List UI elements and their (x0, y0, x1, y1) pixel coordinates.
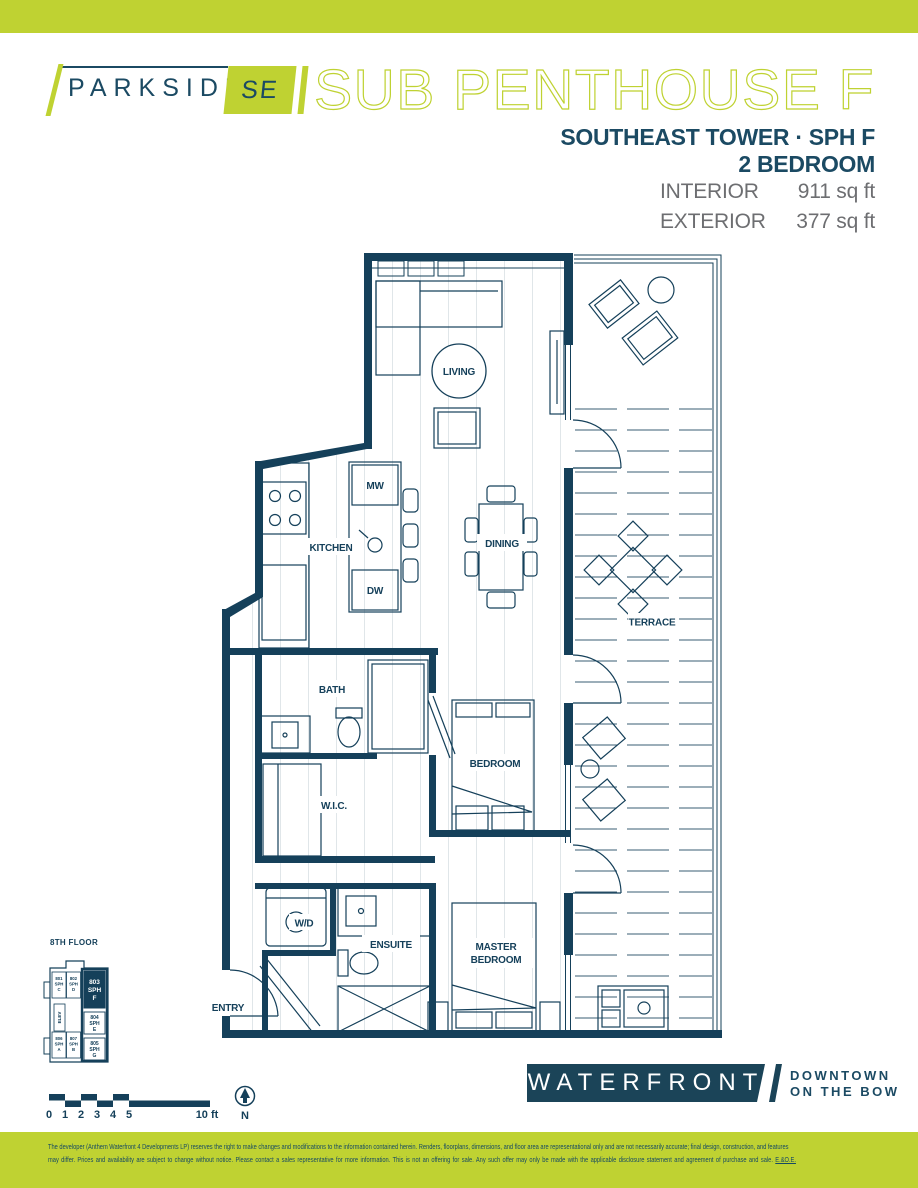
tagline-line1: DOWNTOWN (790, 1068, 891, 1083)
keyplan-floor-label: 8TH FLOOR (50, 938, 98, 947)
windows (372, 260, 571, 1030)
keyplan: 8TH FLOOR 801 SPH C 802 SPH D 803 SPH F … (43, 938, 109, 1063)
room-label-wd: W/D (295, 919, 314, 930)
svg-text:D: D (72, 987, 75, 992)
stat-value: 377 sq ft (796, 210, 875, 233)
svg-text:SPH: SPH (55, 982, 64, 987)
svg-text:SPH: SPH (55, 1042, 64, 1047)
waterfront-tagline: DOWNTOWN ON THE BOW (790, 1068, 900, 1100)
legal-disclaimer: The developer (Anthem Waterfront 4 Devel… (48, 1140, 871, 1166)
disclaimer-line2: may differ. Prices and availability are … (48, 1155, 796, 1164)
keyplan-unit-806: 806 (55, 1036, 63, 1041)
stat-label: EXTERIOR (660, 210, 766, 233)
svg-text:SPH: SPH (69, 1042, 78, 1047)
scale-bar: 0 1 2 3 4 5 10 ft (46, 1094, 219, 1121)
scale-tick-2: 2 (78, 1109, 84, 1121)
waterfront-logo: WATERFRONT (527, 1064, 765, 1102)
north-arrow-icon: N (234, 1085, 256, 1122)
room-label-wic: W.I.C. (321, 801, 347, 812)
svg-text:G: G (93, 1053, 97, 1059)
keyplan-unit-801: 801 (55, 976, 63, 981)
stat-label: INTERIOR (660, 180, 759, 203)
scale-tick-4: 4 (110, 1109, 117, 1121)
tower-subtitle: SOUTHEAST TOWER · SPH F (560, 124, 875, 150)
scale-tick-1: 1 (62, 1109, 68, 1121)
bottom-accent-band (0, 1132, 918, 1188)
appliance-label-mw: MW (366, 481, 384, 492)
room-label-master-2: BEDROOM (471, 955, 522, 966)
area-stats: INTERIOR 911 sq ft EXTERIOR 377 sq ft (660, 180, 875, 240)
north-label: N (241, 1110, 249, 1122)
kitchen-fixtures (258, 461, 419, 649)
scale-tick-5: 5 (126, 1109, 132, 1121)
room-label-master-1: MASTER (475, 942, 517, 953)
svg-text:F: F (93, 995, 97, 1002)
svg-text:SPH: SPH (69, 982, 78, 987)
bedroom-count: 2 BEDROOM (738, 151, 875, 177)
room-label-bath: BATH (319, 685, 345, 696)
room-label-terrace: TERRACE (629, 618, 676, 629)
keyplan-elevator: ELEV (57, 1012, 62, 1024)
room-label-dining: DINING (485, 539, 519, 550)
keyplan-unit-802: 802 (70, 976, 78, 981)
living-furniture (375, 280, 565, 449)
stat-row-interior: INTERIOR 911 sq ft (660, 180, 875, 204)
room-label-ensuite: ENSUITE (370, 940, 412, 951)
terrace-furniture (580, 276, 683, 1032)
svg-text:E: E (93, 1027, 97, 1033)
master-furniture (427, 902, 561, 1034)
bath-fixtures (259, 659, 429, 754)
disclaimer-line1: The developer (Anthem Waterfront 4 Devel… (48, 1142, 789, 1151)
scale-end-label: 10 ft (196, 1109, 219, 1121)
room-label-bedroom: BEDROOM (470, 759, 521, 770)
logo-rule (60, 66, 228, 68)
scale-tick-3: 3 (94, 1109, 100, 1121)
bedroom-furniture (451, 699, 535, 833)
svg-text:A: A (57, 1047, 60, 1052)
room-label-living: LIVING (443, 367, 476, 378)
parkside-logo: PARKSIDE SE (44, 60, 309, 118)
scale-tick-0: 0 (46, 1109, 52, 1121)
brand-name: PARKSIDE (68, 74, 249, 102)
tagline-line2: ON THE BOW (790, 1084, 900, 1099)
keyplan-unit-805: 805 (90, 1041, 99, 1047)
svg-text:SPH: SPH (88, 987, 102, 994)
ensuite-fixtures (265, 887, 431, 1033)
eoe-label: E.&O.E. (775, 1155, 796, 1164)
svg-text:SPH: SPH (89, 1047, 100, 1053)
stat-value: 911 sq ft (797, 180, 875, 203)
keyplan-unit-803-highlight: 803 (89, 979, 100, 986)
terrace-railing (574, 254, 722, 1030)
room-label-kitchen: KITCHEN (309, 543, 352, 554)
doors (229, 419, 622, 1035)
room-label-entry: ENTRY (212, 1003, 245, 1014)
svg-text:C: C (57, 987, 60, 992)
room-labels: LIVING KITCHEN DINING TERRACE BATH W.I.C… (206, 343, 676, 1015)
keyplan-unit-804: 804 (90, 1015, 99, 1021)
svg-text:B: B (72, 1047, 75, 1052)
appliance-label-dw: DW (367, 586, 384, 597)
floor-textures (230, 261, 712, 1030)
svg-text:SPH: SPH (89, 1021, 100, 1027)
page-title-svg: SUB PENTHOUSE F (313, 57, 875, 122)
top-accent-band (0, 0, 918, 33)
stat-row-exterior: EXTERIOR 377 sq ft (660, 210, 875, 234)
keyplan-unit-807: 807 (70, 1036, 78, 1041)
page-title: SUB PENTHOUSE F (314, 58, 875, 122)
